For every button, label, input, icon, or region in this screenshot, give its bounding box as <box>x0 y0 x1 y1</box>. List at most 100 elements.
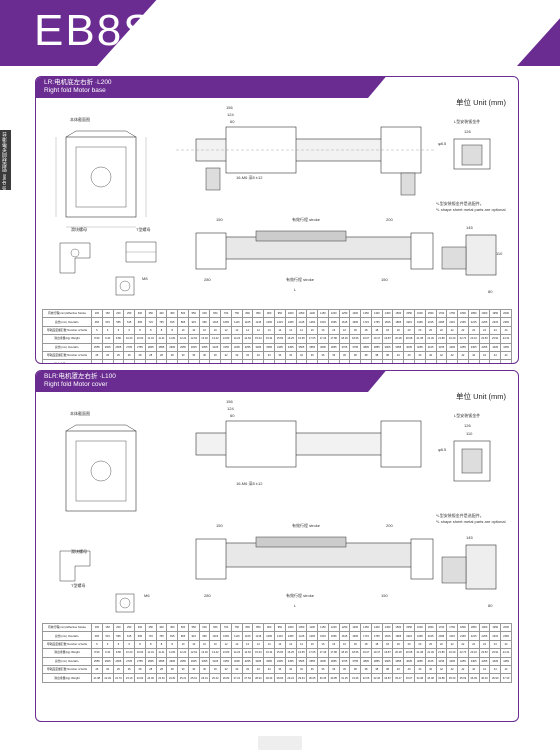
table-cell: 3955 <box>392 342 405 352</box>
table-cell: 34.48 <box>424 673 437 683</box>
table-cell: 20 <box>424 639 437 650</box>
table-cell: 16 <box>327 325 340 336</box>
table-cell: 500 <box>177 308 189 319</box>
table-cell: 3855 <box>370 656 383 666</box>
row-header: 导轨固定螺钉数 Number of bolts <box>42 325 92 336</box>
table-cell: 33.27 <box>392 359 405 363</box>
section-title-en: Right fold Motor cover <box>44 381 108 388</box>
table-cell: 2115 <box>446 317 459 327</box>
table-cell: 965 <box>198 317 211 327</box>
table-cell: 34 <box>284 350 297 361</box>
table-cell: 3505 <box>295 656 308 666</box>
table-cell: 400 <box>155 308 168 319</box>
table-cell: 24.81 <box>166 673 179 683</box>
table-cell: 1900 <box>478 308 491 319</box>
table-cell: 3055 <box>198 342 211 352</box>
table-cell: 4005 <box>403 656 415 666</box>
table-cell: 22 <box>435 325 448 336</box>
table-cell: 34 <box>284 664 297 675</box>
table-cell: 250 <box>123 622 136 633</box>
table-cell: 2365 <box>500 631 512 641</box>
table-cell: 3755 <box>349 342 362 352</box>
dim-156: 156 <box>226 105 233 110</box>
table-cell: 1715 <box>360 631 372 641</box>
table-cell: 21.49 <box>424 648 437 658</box>
table-cell: 1250 <box>338 308 351 319</box>
table-cell: 515 <box>101 317 114 327</box>
dim-60: 60 <box>230 413 235 418</box>
profile-cross-section <box>55 130 147 228</box>
table-cell: 20.28 <box>392 334 405 344</box>
side-tab-line3: linear actuator <box>2 212 8 245</box>
table-cell: 16.25 <box>284 648 297 658</box>
table-cell: 16 <box>306 325 319 336</box>
table-cell: 565 <box>112 317 125 327</box>
table-cell: 700 <box>220 622 232 633</box>
table-cell: 44 <box>500 664 512 675</box>
table-cell: 35.29 <box>446 359 459 363</box>
table-cell: 1365 <box>284 631 297 641</box>
row-header: 滑台重量(kg) Weight <box>42 673 92 683</box>
table-cell: 100 <box>91 308 103 319</box>
table-cell: 38 <box>349 350 362 361</box>
table-cell: 18 <box>370 325 383 336</box>
stroke-label-top: 有效行程 stroke <box>292 523 321 528</box>
table-cell: 42 <box>467 664 480 675</box>
table-cell: 40 <box>424 350 437 361</box>
table-cell: 2065 <box>435 631 448 641</box>
table-cell: 815 <box>166 317 179 327</box>
table-cell: 42 <box>435 664 448 675</box>
table-cell: 2605 <box>101 342 114 352</box>
table-cell: 25.21 <box>177 359 189 363</box>
unit-label: 单位 Unit (mm) <box>456 392 506 401</box>
table-cell: 14.23 <box>230 648 243 658</box>
table-cell: 33.27 <box>392 673 405 683</box>
table-cell: 8 <box>144 639 157 650</box>
row-header: 滑台重量(kg) Weight <box>42 648 92 658</box>
table-cell: 6 <box>101 325 114 336</box>
table-cell: 11.01 <box>144 648 157 658</box>
table-cell: 3555 <box>306 656 319 666</box>
dim-80: 80 <box>488 603 493 608</box>
table-cell: 4255 <box>457 656 469 666</box>
table-cell: 32.87 <box>381 359 394 363</box>
table-cell: 26 <box>101 664 114 675</box>
table-cell: 1415 <box>295 317 308 327</box>
table-cell: 1965 <box>413 317 426 327</box>
table-cell: 22 <box>446 639 459 650</box>
table-cell: 1315 <box>274 317 286 327</box>
table-cell: 24.00 <box>144 673 157 683</box>
table-cell: 32.46 <box>370 673 383 683</box>
table-cell: 34.48 <box>424 359 437 363</box>
table-cell: 22.39 <box>101 673 114 683</box>
table-cell: 38 <box>370 350 383 361</box>
profile-cross-section <box>65 424 137 512</box>
table-cell: 28.84 <box>274 359 286 363</box>
table-cell: 300 <box>134 622 146 633</box>
table-cell: 26 <box>112 350 125 361</box>
table-cell: 40 <box>403 664 415 675</box>
table-cell: 28 <box>144 350 157 361</box>
table-cell: 33.67 <box>403 359 415 363</box>
section-lr: LR:电机底左右折 ·L200 Right fold Motor base 单位… <box>35 76 519 364</box>
table-cell: 32 <box>220 350 232 361</box>
phi-label: φ8.5 <box>438 447 447 452</box>
table-cell: 6 <box>101 639 114 650</box>
side-view-drawing <box>195 536 434 580</box>
dim-m8: M8 <box>142 276 148 281</box>
table-cell: 38 <box>381 664 394 675</box>
table-cell: 4405 <box>489 342 502 352</box>
table-cell: 3355 <box>263 342 276 352</box>
table-cell: 17.46 <box>317 648 329 658</box>
table-cell: 6 <box>91 325 103 336</box>
table-cell: 17.05 <box>306 334 319 344</box>
table-cell: 36 <box>306 664 319 675</box>
table-cell: 2215 <box>467 317 480 327</box>
table-cell: 8 <box>155 325 168 336</box>
table-cell: 26 <box>101 350 114 361</box>
table-cell: 20.68 <box>403 334 415 344</box>
page-title: EB8S2 <box>34 6 181 55</box>
